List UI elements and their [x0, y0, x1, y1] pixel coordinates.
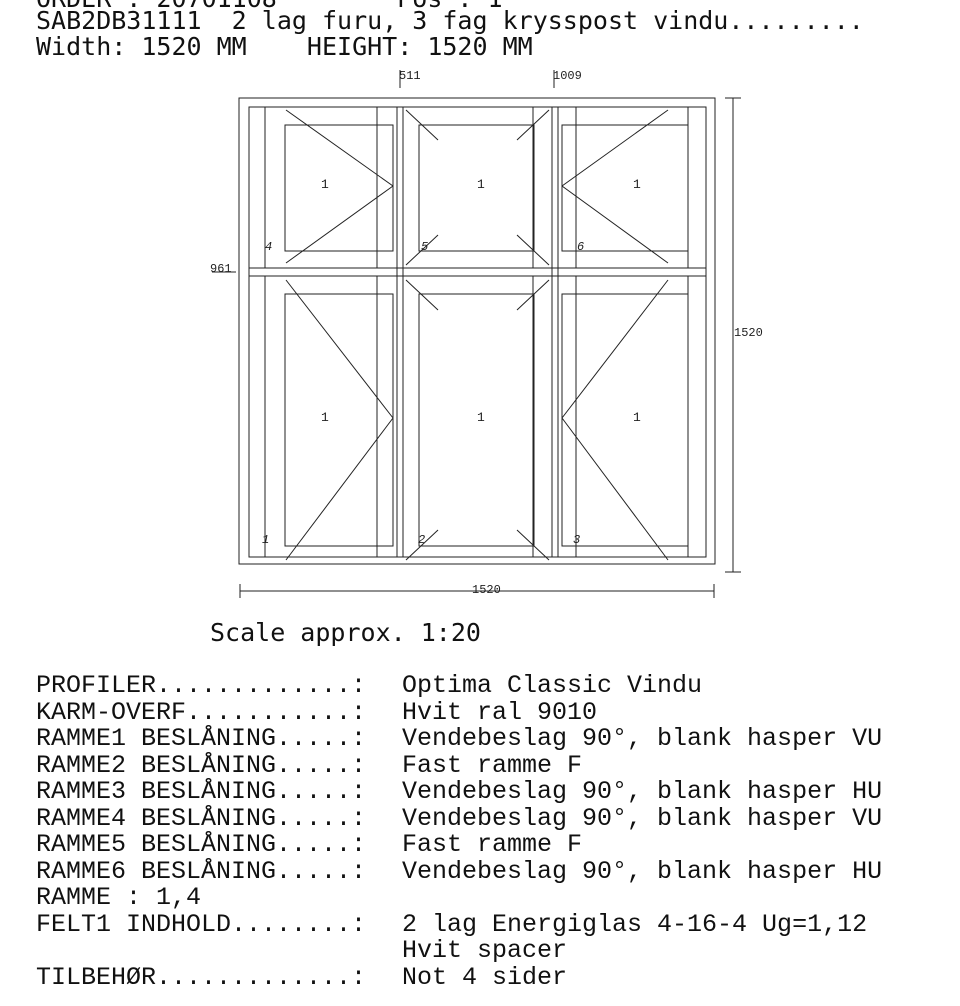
- sash-number: 6: [577, 240, 584, 254]
- panel-label: 1: [633, 410, 641, 425]
- spec-row: RAMME6 BESLÅNING.....: Vendebeslag 90°, …: [36, 856, 883, 886]
- spec-row: RAMME1 BESLÅNING.....: Vendebeslag 90°, …: [36, 724, 883, 753]
- dimensions-line: Width: 1520 MM HEIGHT: 1520 MM: [36, 32, 533, 61]
- dim-top-2: 1009: [553, 69, 582, 83]
- sash-3: [557, 275, 707, 558]
- panel-label: 1: [321, 177, 329, 192]
- dim-left: 961: [210, 262, 232, 276]
- dim-right: 1520: [734, 326, 763, 340]
- dim-top-1: 511: [399, 69, 421, 83]
- spec-row: RAMME : 1,4: [36, 883, 202, 912]
- sash-number: 4: [265, 240, 272, 254]
- spec-row: RAMME5 BESLÅNING.....: Fast ramme F: [36, 830, 583, 859]
- spec-row: Hvit spacer: [402, 936, 568, 965]
- mullion-left: [396, 106, 404, 558]
- scale-text: Scale approx. 1:20: [210, 618, 481, 647]
- sash-2: [402, 275, 553, 558]
- spec-row: PROFILER.............: Optima Classic Vi…: [36, 671, 703, 700]
- window-drawing: 1 1 1 1 1 1 1 2 3 4 5 6 511 1009 961 152…: [210, 69, 763, 598]
- mullion-right: [551, 106, 559, 558]
- sash-number: 1: [262, 533, 269, 547]
- sash-number: 5: [421, 240, 428, 254]
- product-line: SAB2DB31111 2 lag furu, 3 fag krysspost …: [36, 6, 864, 35]
- spec-row: KARM-OVERF...........: Hvit ral 9010: [36, 697, 598, 727]
- spec-row: FELT1 INDHOLD........: 2 lag Energiglas …: [36, 909, 868, 939]
- transom: [248, 267, 707, 277]
- panel-label: 1: [633, 177, 641, 192]
- sash-number: 2: [418, 533, 425, 547]
- outer-frame: [238, 97, 716, 565]
- panel-label: 1: [321, 410, 329, 425]
- spec-row: RAMME3 BESLÅNING.....: Vendebeslag 90°, …: [36, 777, 883, 806]
- spec-row: RAMME4 BESLÅNING.....: Vendebeslag 90°, …: [36, 803, 883, 833]
- panel-label: 1: [477, 177, 485, 192]
- dim-bottom: 1520: [472, 583, 501, 597]
- order-line: ORDER : 20701108 Pos : 1: [36, 0, 503, 12]
- panel-label: 1: [477, 410, 485, 425]
- inner-frame: [248, 106, 707, 558]
- spec-row: TILBEHØR.............: Not 4 sider: [36, 962, 568, 992]
- spec-row: RAMME2 BESLÅNING.....: Fast ramme F: [36, 750, 583, 780]
- sash-number: 3: [573, 533, 580, 547]
- spec-list: PROFILER.............: Optima Classic Vi…: [36, 671, 883, 992]
- sash-5: [402, 106, 553, 269]
